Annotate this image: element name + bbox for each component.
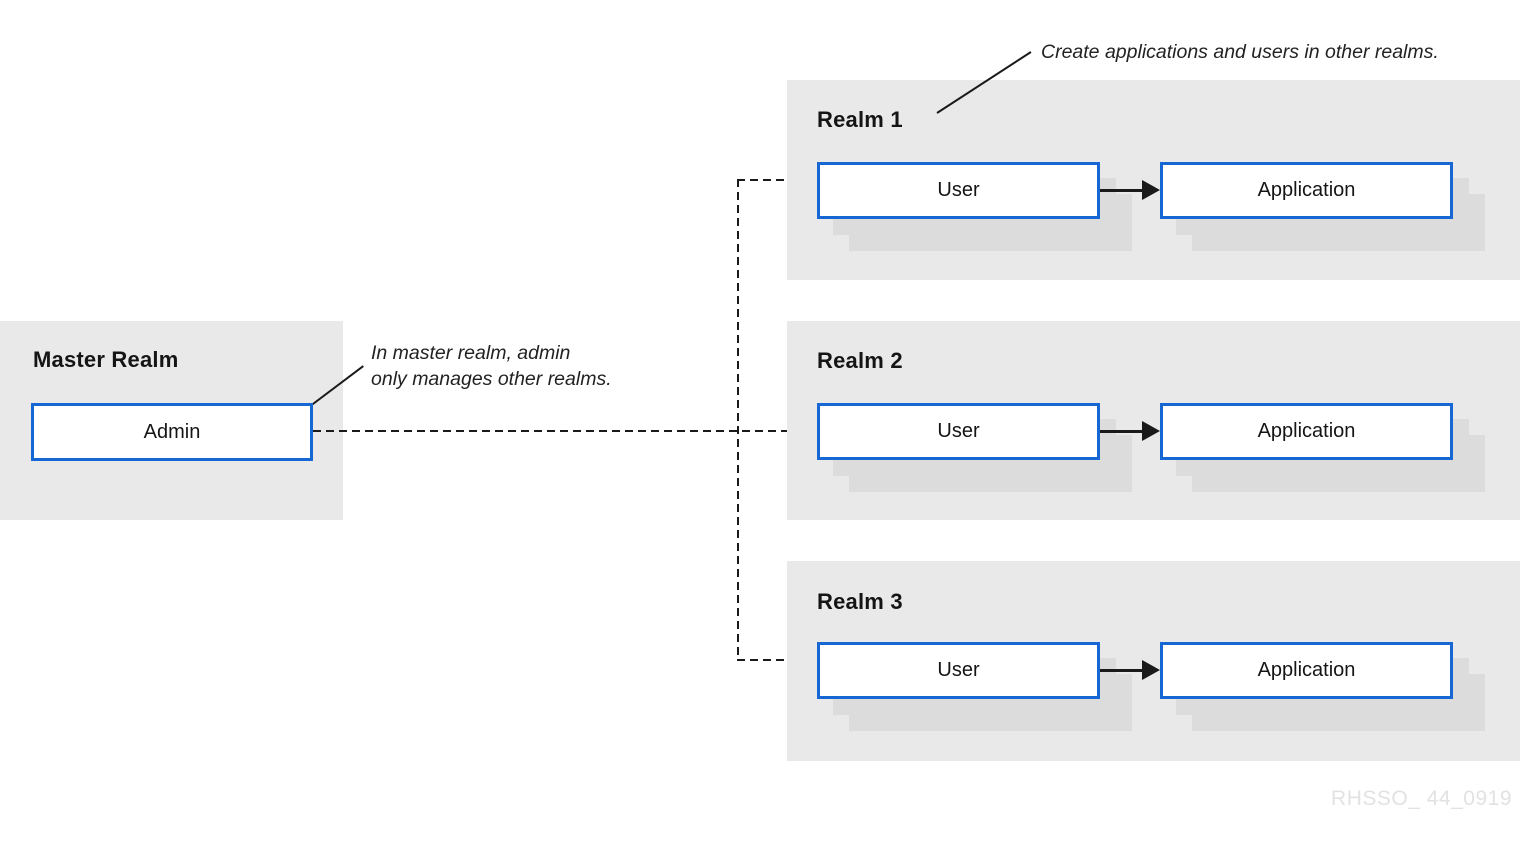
realm-1-user-to-app-arrow-line: [1100, 189, 1144, 192]
realm-2-user-to-app-arrow-line: [1100, 430, 1144, 433]
realm-3-user-to-app-arrowhead: [1142, 660, 1160, 680]
master-realm-title: Master Realm: [33, 347, 179, 372]
dashed-branch-to-realm-1: [737, 179, 787, 181]
realm-2-application-box-label: Application: [1257, 420, 1356, 442]
realm-2-user-box: User: [817, 403, 1100, 460]
realm-3-user-box: User: [817, 642, 1100, 699]
realm-3-user-to-app-arrow-line: [1100, 669, 1144, 672]
realms-note: Create applications and users in other r…: [1041, 40, 1439, 66]
realm-3-title: Realm 3: [817, 589, 903, 614]
realm-2-user-box-label: User: [937, 420, 980, 442]
master-note: In master realm, admin only manages othe…: [371, 341, 612, 392]
realm-2-title: Realm 2: [817, 348, 903, 373]
diagram-id-watermark: RHSSO_ 44_0919: [1331, 787, 1512, 810]
realm-1-user-box-label: User: [937, 179, 980, 201]
realm-2-user-to-app-arrowhead: [1142, 421, 1160, 441]
admin-to-realms-dashed-line: [313, 430, 787, 432]
realm-1-user-box: User: [817, 162, 1100, 219]
realm-1-user-to-app-arrowhead: [1142, 180, 1160, 200]
admin-box-label: Admin: [143, 420, 201, 443]
realm-3-user-box-label: User: [937, 659, 980, 681]
realm-1-title: Realm 1: [817, 107, 903, 132]
realm-3-application-box: Application: [1160, 642, 1453, 699]
realms-dashed-trunk-line: [737, 179, 739, 661]
master-note-text-line-2: only manages other realms.: [371, 367, 612, 390]
admin-box: Admin: [31, 403, 313, 461]
realm-1-application-box-label: Application: [1257, 179, 1356, 201]
dashed-branch-to-realm-3: [737, 659, 787, 661]
realms-note-text: Create applications and users in other r…: [1041, 41, 1439, 63]
realm-2-application-box: Application: [1160, 403, 1453, 460]
realm-3-application-box-label: Application: [1257, 659, 1356, 681]
realm-1-application-box: Application: [1160, 162, 1453, 219]
master-note-text-line-1: In master realm, admin: [371, 342, 571, 364]
